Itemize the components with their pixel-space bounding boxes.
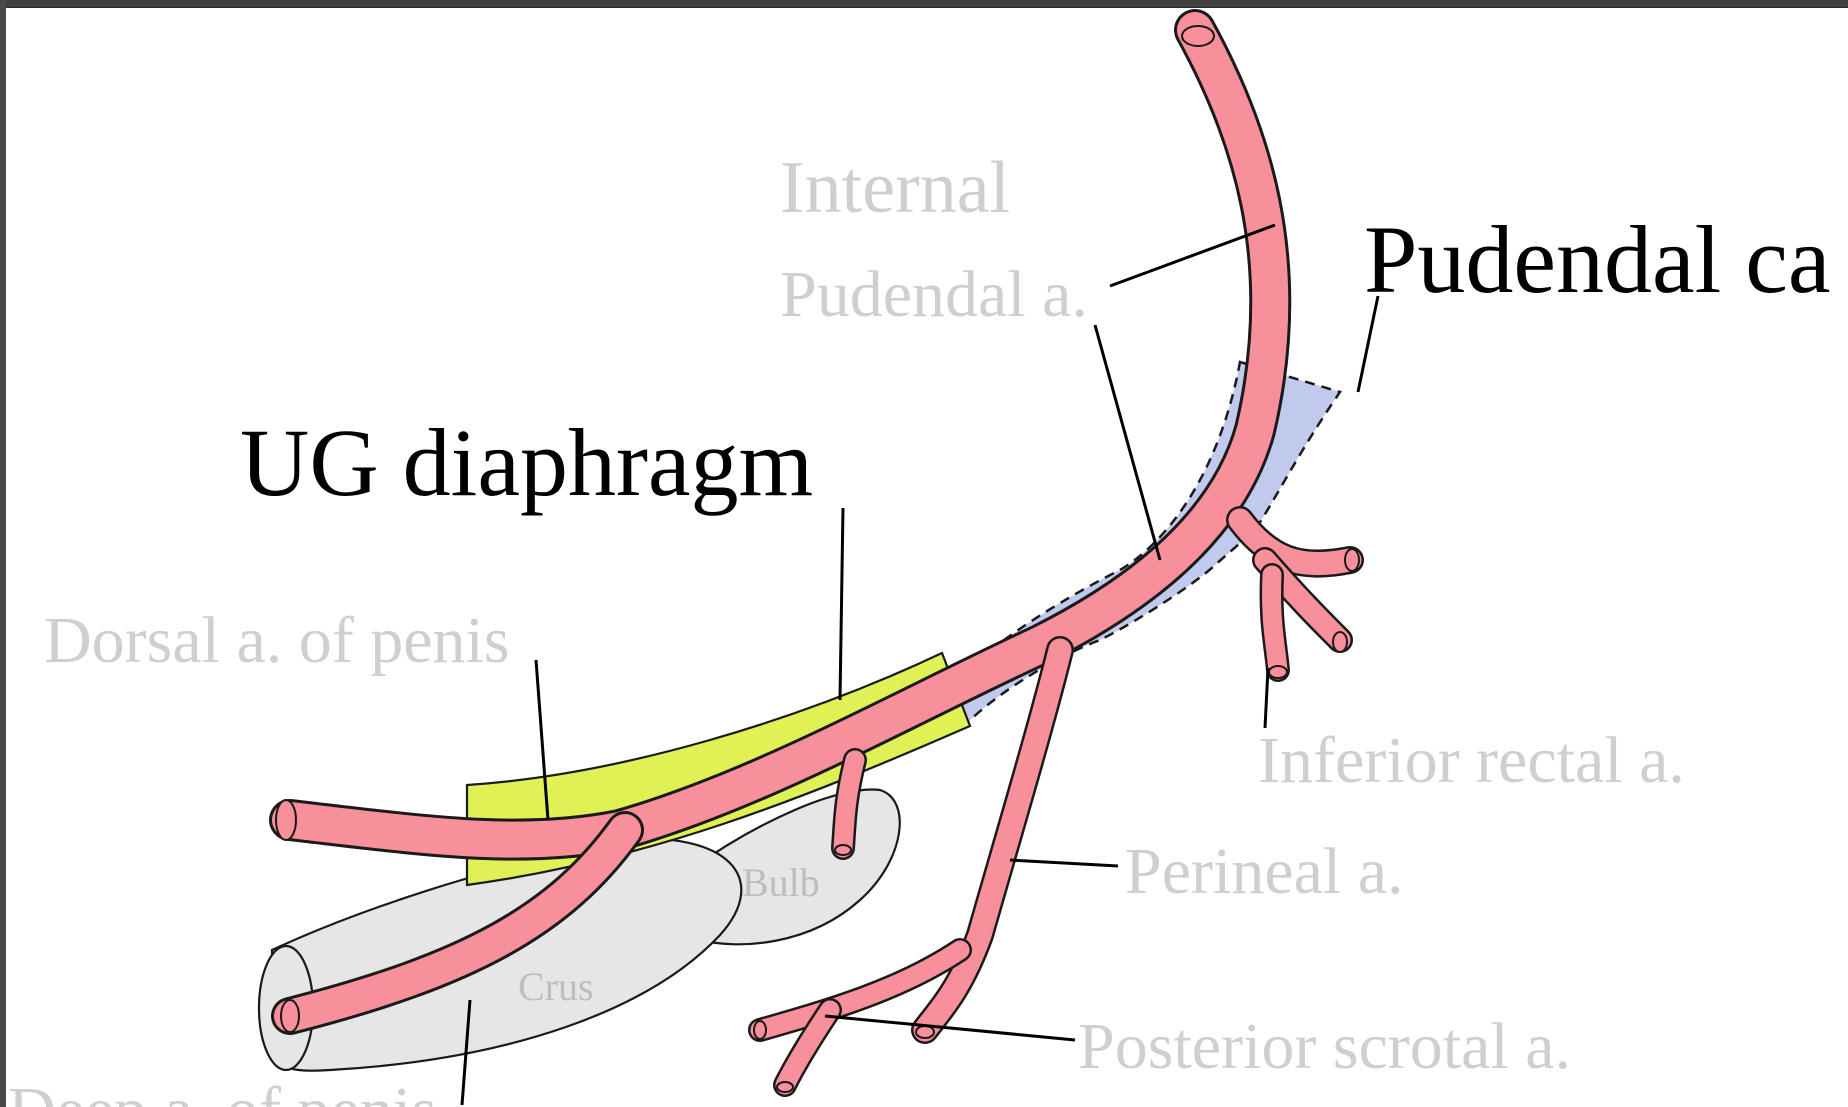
label-crus: Crus: [518, 964, 594, 1009]
label-bulb: Bulb: [742, 860, 820, 905]
label-ug-diaphragm: UG diaphragm: [240, 409, 813, 516]
label-pudendal-canal: Pudendal ca: [1364, 206, 1831, 313]
label-internal: Internal: [780, 147, 1010, 229]
label-internal-pudendal: Pudendal a.: [780, 258, 1088, 331]
artery-of-bulb: [843, 760, 855, 848]
label-perineal: Perineal a.: [1125, 835, 1404, 908]
label-posterior-scrotal: Posterior scrotal a.: [1078, 1010, 1571, 1083]
inferior-rectal-branch-3: [1272, 575, 1278, 670]
label-inferior-rectal: Inferior rectal a.: [1258, 724, 1685, 797]
label-deep-artery: Deep a. of penis: [8, 1074, 437, 1107]
label-dorsal-artery: Dorsal a. of penis: [44, 604, 510, 677]
